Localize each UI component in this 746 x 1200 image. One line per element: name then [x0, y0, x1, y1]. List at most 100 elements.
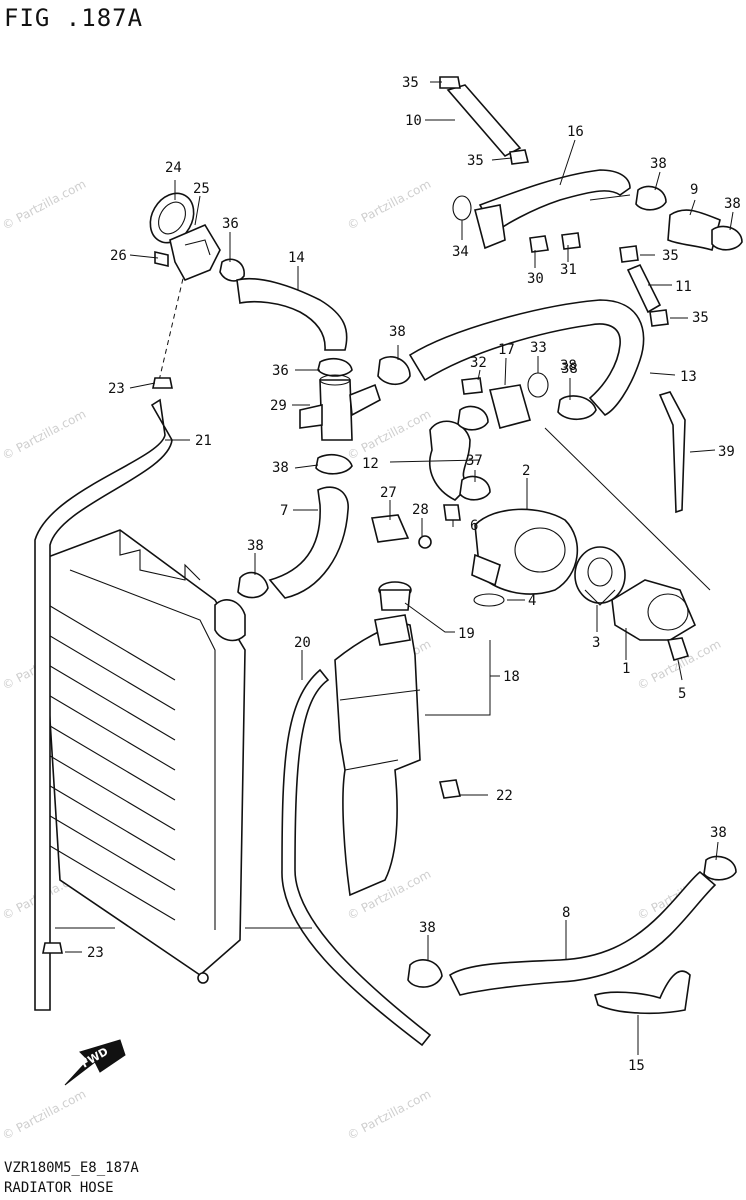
callout-5: 5 [678, 686, 686, 702]
bolt-31 [561, 232, 581, 250]
hose-13 [408, 299, 645, 416]
strap-39 [658, 391, 686, 514]
callout-11: 11 [675, 279, 692, 295]
callout-26: 26 [110, 248, 127, 264]
fwd-arrow: FWD [64, 1039, 126, 1086]
callout-35-d: 35 [692, 310, 709, 326]
joint-29 [299, 374, 381, 441]
callout-27: 27 [380, 485, 397, 501]
callout-14: 14 [288, 250, 305, 266]
callout-25: 25 [193, 181, 210, 197]
watermark: © Partzilla.com [0, 177, 88, 233]
callout-38-hose8-left: 38 [419, 920, 436, 936]
clamp-38-hose12 [457, 405, 489, 431]
washer-28 [418, 535, 432, 549]
callout-3: 3 [592, 635, 600, 651]
reservoir-cap-19-body [379, 589, 411, 611]
clamp-23-top [152, 377, 173, 389]
o-ring-33 [527, 372, 549, 398]
watermark: © Partzilla.com [345, 177, 433, 233]
radiator-hose-diagram: © Partzilla.com © Partzilla.com © Partzi… [0, 75, 743, 1143]
watermark: © Partzilla.com [0, 407, 88, 463]
o-ring-34 [452, 195, 472, 221]
callout-8: 8 [562, 905, 570, 921]
callout-4: 4 [528, 593, 536, 609]
watermark: © Partzilla.com [0, 1087, 88, 1143]
callout-7: 7 [280, 503, 288, 519]
callout-38-upper-left: 38 [650, 156, 667, 172]
sensor-27 [371, 514, 410, 543]
callout-38-joint: 38 [272, 460, 289, 476]
callout-35-b: 35 [467, 153, 484, 169]
callout-23-upper: 23 [108, 381, 125, 397]
callout-21: 21 [195, 433, 212, 449]
thermostat-3 [574, 546, 626, 606]
callout-15: 15 [628, 1058, 645, 1074]
dash-21 [157, 269, 186, 386]
o-ring-4 [473, 593, 505, 607]
callout-34: 34 [452, 244, 469, 260]
clamp-37 [459, 475, 491, 501]
callout-38-hose12: 38 [560, 358, 577, 374]
bolt-22 [439, 779, 461, 799]
callout-23-lower: 23 [87, 945, 104, 961]
callout-2: 2 [522, 463, 530, 479]
callout-31: 31 [560, 262, 577, 278]
hose-11 [626, 263, 662, 314]
pipe-16 [474, 169, 631, 250]
callout-32: 32 [470, 355, 487, 371]
bolt-5 [666, 637, 690, 661]
clamp-35-b [509, 149, 529, 165]
hose-9 [667, 209, 721, 251]
fitting-17 [489, 384, 531, 429]
bolt-32 [461, 377, 483, 395]
footer-name: RADIATOR HOSE [4, 1180, 114, 1196]
watermark: © Partzilla.com [345, 407, 433, 463]
radiator-fins [39, 599, 176, 921]
clamp-38-hose13-left [377, 356, 411, 386]
callout-19: 19 [458, 626, 475, 642]
callout-30: 30 [527, 271, 544, 287]
callout-38-upper-right: 38 [724, 196, 741, 212]
clamp-35-d [649, 309, 669, 327]
hose-14 [236, 277, 348, 351]
clamp-35-c [619, 245, 639, 263]
callouts: 1 2 3 4 5 6 7 8 9 10 11 12 13 14 15 16 1… [87, 75, 741, 1074]
hose-7 [268, 486, 349, 599]
clamp-38-left-upper [315, 453, 353, 475]
callout-39: 39 [718, 444, 735, 460]
callout-38-hose8-right: 38 [710, 825, 727, 841]
callout-1: 1 [622, 661, 630, 677]
callout-28: 28 [412, 502, 429, 518]
leader-lines [55, 81, 734, 1055]
callout-37: 37 [466, 453, 483, 469]
hose-10 [446, 84, 522, 158]
callout-13: 13 [680, 369, 697, 385]
callout-9: 9 [690, 182, 698, 198]
callout-35-c: 35 [662, 248, 679, 264]
hose-8 [448, 870, 717, 996]
figure-title: FIG .187A [4, 4, 144, 32]
thermostat-housing-2 [471, 508, 579, 595]
callout-22: 22 [496, 788, 513, 804]
callout-38-hose13-right: 38 [561, 361, 578, 377]
clamp-23-bottom [42, 942, 63, 954]
callout-36-upper: 36 [222, 216, 239, 232]
callout-36-lower: 36 [272, 363, 289, 379]
callout-38-hose13-left: 38 [389, 324, 406, 340]
thermostat-cover-1 [611, 579, 697, 641]
bracket-15 [594, 970, 691, 1015]
footer-code: VZR180M5_E8_187A [4, 1160, 139, 1176]
clamp-36-lower [317, 357, 353, 377]
callout-33: 33 [530, 340, 547, 356]
clamp-38-hose13-right [557, 395, 597, 421]
callout-16: 16 [567, 124, 584, 140]
hose-20 [281, 668, 432, 1047]
bolt-30 [529, 235, 549, 253]
callout-18: 18 [503, 669, 520, 685]
callout-6: 6 [470, 518, 478, 534]
bolt-6 [443, 504, 461, 521]
callout-38-hose7: 38 [247, 538, 264, 554]
clamp-35-a [439, 76, 461, 89]
reservoir-tank-18 [334, 614, 421, 897]
